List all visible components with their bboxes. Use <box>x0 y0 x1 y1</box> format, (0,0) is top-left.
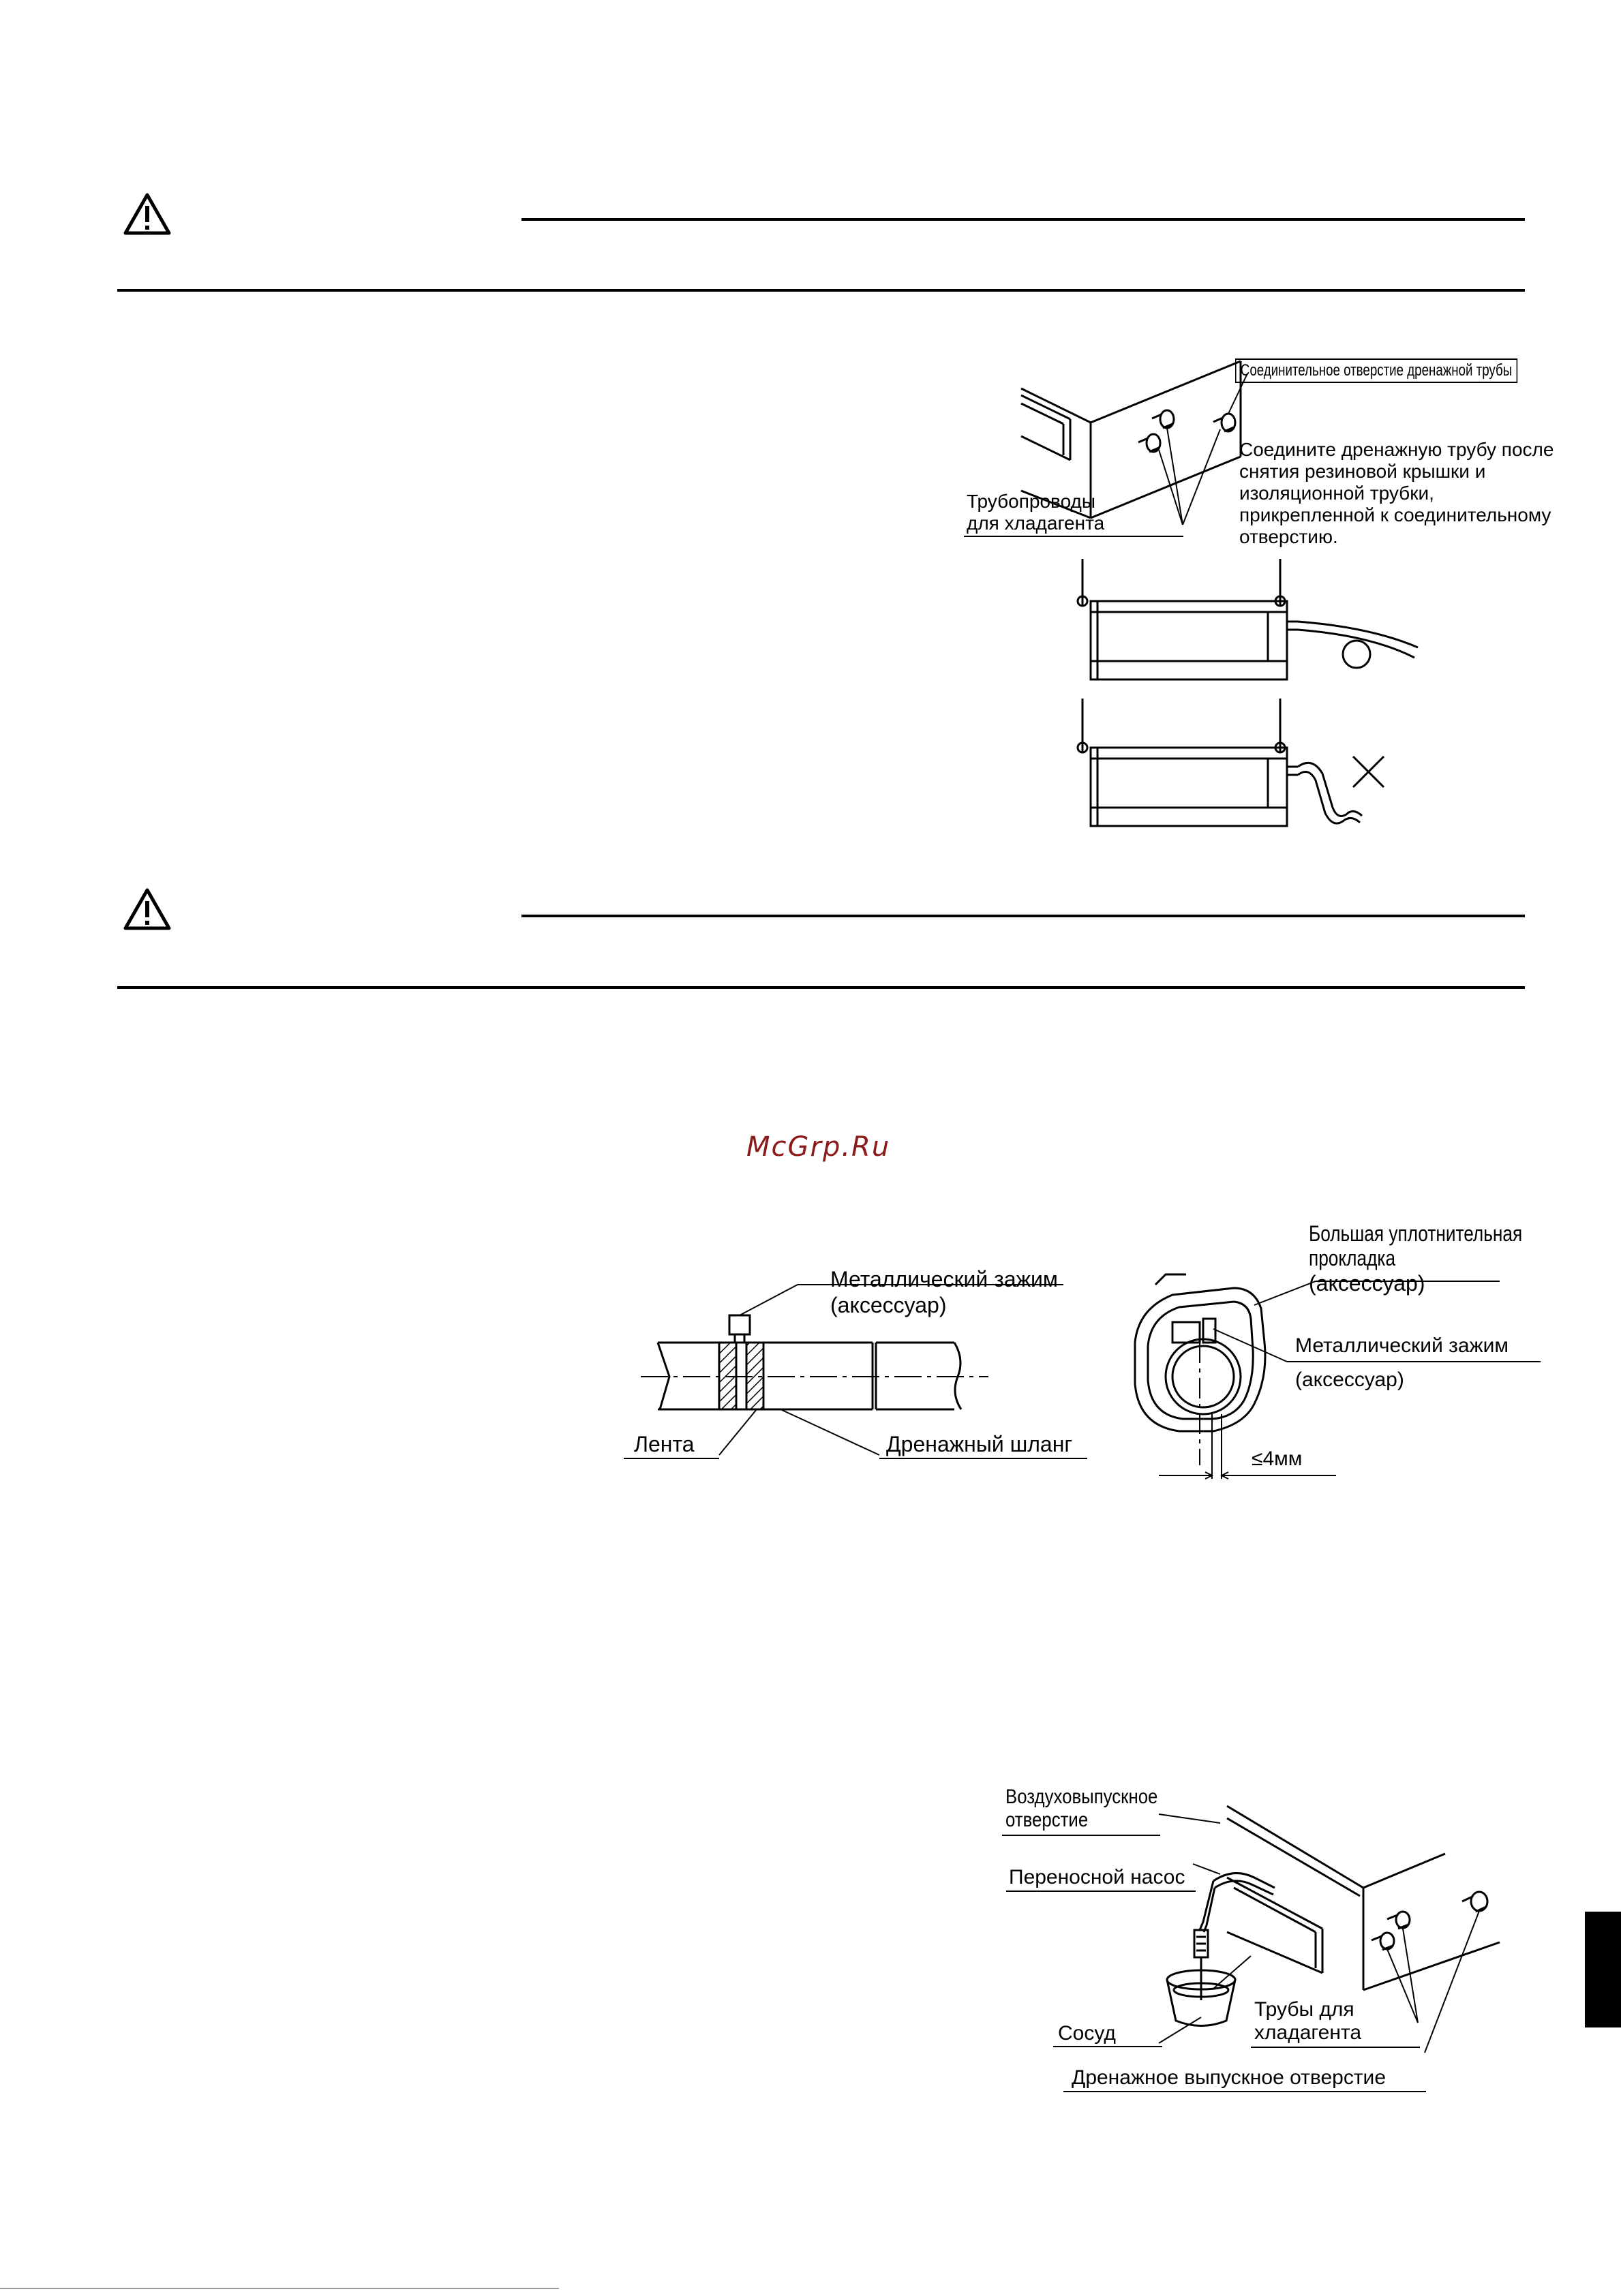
gasket-label: Большая уплотнительная прокладка (аксесс… <box>1309 1221 1569 1296</box>
warning-icon <box>123 888 171 930</box>
drain-instruction: Соедините дренажную трубу после снятия р… <box>1239 439 1554 548</box>
section-tab <box>1585 1912 1621 2027</box>
footer-rule <box>0 2288 559 2289</box>
instruction-line: Соедините дренажную трубу после <box>1239 439 1554 460</box>
label-line: Воздуховыпускное <box>1005 1786 1158 1808</box>
gasket-section-drawing <box>1134 1273 1541 1480</box>
instruction-line: изоляционной трубки, <box>1239 483 1434 504</box>
label-line: для хладагента <box>967 512 1105 534</box>
label-line: хладагента <box>1254 2021 1362 2044</box>
leader-underline <box>964 536 1183 537</box>
leader-underline <box>1006 1891 1196 1892</box>
label-line: прокладка <box>1309 1246 1396 1270</box>
leader-underline <box>624 1458 719 1459</box>
watermark: McGrp.Ru <box>746 1131 891 1163</box>
section-divider <box>117 986 1525 989</box>
indoor-unit-drawing <box>1020 360 1248 525</box>
label-line: Трубопроводы <box>967 491 1095 512</box>
pump-test-drawing <box>1158 1805 1500 2053</box>
instruction-line: отверстию. <box>1239 526 1338 547</box>
drain-hose-drawing <box>641 1284 1063 1456</box>
drain-port-label: Соединительное отверстие дренажной трубы <box>1235 358 1517 383</box>
label-line: Трубы для <box>1254 1998 1354 2021</box>
label-line: (аксессуар) <box>1309 1271 1425 1296</box>
drain-slope-wrong-drawing <box>1076 699 1385 827</box>
refrigerant-pipes-label: Трубопроводы для хладагента <box>967 491 1104 534</box>
instruction-line: снятия резиновой крышки и <box>1239 461 1486 482</box>
dimension-label: ≤4мм <box>1252 1448 1303 1470</box>
drain-hose-label: Дренажный шланг <box>886 1432 1073 1456</box>
leader-underline <box>1251 2047 1420 2048</box>
drain-outlet-label: Дренажное выпускное отверстие <box>1072 2066 1387 2089</box>
tape-label: Лента <box>634 1432 695 1456</box>
vessel-label: Сосуд <box>1058 2022 1116 2045</box>
air-outlet-label: Воздуховыпускное отверстие <box>1005 1786 1183 1832</box>
pump-label: Переносной насос <box>1009 1866 1185 1888</box>
label-line: Металлический зажим <box>830 1267 1058 1291</box>
label-line: Большая уплотнительная <box>1309 1221 1523 1246</box>
leader-underline <box>1053 2046 1162 2047</box>
leader-underline <box>1063 2091 1426 2092</box>
leader-underline <box>879 1458 1087 1459</box>
gasket-clamp-label-line2: (аксессуар) <box>1295 1368 1404 1391</box>
gasket-clamp-label-line1: Металлический зажим <box>1295 1334 1509 1357</box>
label-line: (аксессуар) <box>830 1293 947 1317</box>
metal-clamp-label: Металлический зажим (аксессуар) <box>830 1266 1058 1318</box>
refrigerant-pipes-label-2: Трубы для хладагента <box>1254 1998 1361 2045</box>
caution-rule-short <box>521 218 1525 221</box>
drain-slope-correct-drawing <box>1076 559 1419 681</box>
warning-icon <box>123 193 171 235</box>
label-line: отверстие <box>1005 1809 1089 1831</box>
leader-underline <box>1002 1835 1160 1836</box>
section-divider <box>117 289 1525 292</box>
instruction-line: прикрепленной к соединительному <box>1239 504 1551 525</box>
caution-rule-short <box>521 915 1525 917</box>
